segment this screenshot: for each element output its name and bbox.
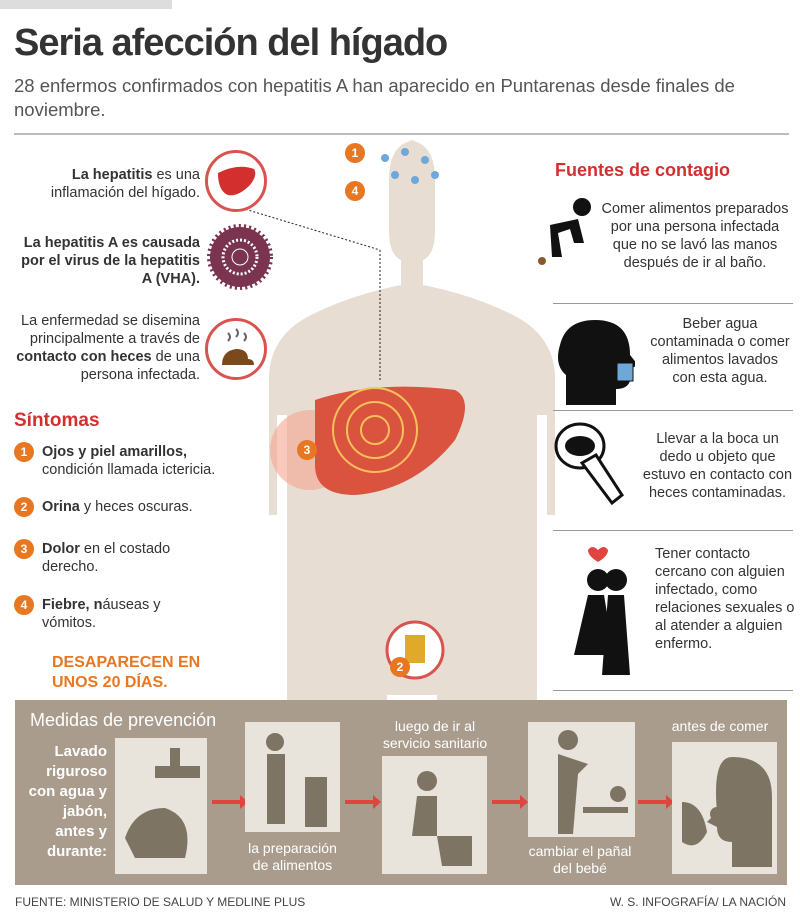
symptom-2: Orina y heces oscuras. (42, 499, 193, 515)
arrow-icon (492, 795, 528, 809)
symptoms-title: Síntomas (14, 410, 100, 431)
eating-head-icon (682, 757, 772, 867)
separator (553, 410, 793, 411)
top-bar (0, 0, 172, 9)
diaper-panel (528, 722, 635, 837)
handwashing-icon (125, 748, 200, 858)
handwashing-panel (115, 738, 207, 874)
eating-panel (672, 742, 777, 874)
prevention-intro: Lavado riguroso con agua y jabón, antes … (28, 743, 107, 860)
footer-source: FUENTE: MINISTERIO DE SALUD Y MEDLINE PL… (15, 895, 306, 909)
liver-icon (205, 150, 267, 212)
subtitle: 28 enfermos confirmados con hepatitis A … (14, 75, 735, 120)
separator (553, 690, 793, 691)
hepatitis-a-cause: La hepatitis A es causada por el virus d… (21, 235, 200, 287)
hepatitis-definition: La hepatitis es una inflamación del híga… (50, 167, 200, 201)
duration-note: DESAPARECEN EN UNOS 20 DÍAS. (52, 654, 201, 691)
marker-3: 3 (297, 440, 317, 460)
footer-credit: W. S. INFOGRAFÍA/ LA NACIÓN (609, 895, 786, 909)
separator (553, 530, 793, 531)
arrow-icon (212, 795, 248, 809)
cooking-person-icon (266, 733, 327, 827)
source-3: Llevar a la boca un dedo u objeto que es… (642, 431, 793, 501)
page-title: Seria afección del hígado (14, 22, 448, 64)
virus-icon (207, 224, 273, 290)
arrow-icon (345, 795, 381, 809)
prevention-title: Medidas de prevención (30, 710, 217, 730)
drinking-head-icon (558, 320, 635, 405)
separator (553, 303, 793, 304)
marker-2: 2 (390, 657, 410, 677)
squatting-person-icon (538, 198, 591, 265)
symptom-3: Dolor en el costado derecho. (42, 541, 171, 575)
symptom-num-2: 2 (14, 497, 34, 517)
marker-1: 1 (345, 143, 365, 163)
symptom-4: Fiebre, náuseas y vómitos. (42, 597, 161, 631)
source-1: Comer alimentos preparados por una perso… (601, 201, 789, 271)
marker-4: 4 (345, 181, 365, 201)
symptom-num-4: 4 (14, 595, 34, 615)
step-eating: antes de comer (671, 718, 769, 734)
step-toilet: luego de ir al servicio sanitario (382, 718, 488, 751)
arrow-icon (638, 795, 674, 809)
divider (14, 133, 789, 135)
step-food-prep: la preparación de alimentos (248, 840, 337, 873)
couple-kissing-icon (574, 547, 630, 675)
toilet-person-icon (412, 771, 472, 866)
feces-icon (205, 318, 267, 380)
sources-title: Fuentes de contagio (555, 160, 731, 180)
food-prep-panel (245, 722, 340, 832)
diaper-change-icon (558, 730, 628, 834)
symptom-1: Ojos y piel amarillos, condición llamada… (42, 444, 216, 478)
step-diaper: cambiar el pañal del bebé (528, 843, 632, 876)
source-4: Tener contacto cercano con alguien infec… (655, 546, 795, 652)
source-2: Beber agua contaminada o comer alimentos… (650, 316, 790, 386)
disease-spread: La enfermedad se disemina principalmente… (16, 313, 200, 383)
finger-mouth-icon (554, 422, 624, 506)
symptom-num-3: 3 (14, 539, 34, 559)
sweat-drops-icon (381, 148, 439, 184)
toilet-panel (382, 756, 487, 874)
symptom-num-1: 1 (14, 442, 34, 462)
